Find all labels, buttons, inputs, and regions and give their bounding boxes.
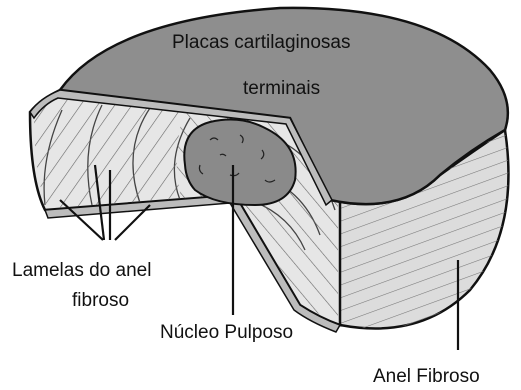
label-endplates-line2: terminais [243, 78, 320, 99]
label-lamellae-line2: fibroso [72, 290, 129, 311]
label-lamellae-line1: Lamelas do anel [12, 260, 151, 281]
label-anel-fibroso: Anel Fibroso [373, 366, 480, 387]
label-endplates-line1: Placas cartilaginosas [172, 32, 350, 53]
label-nucleus-pulposus: Núcleo Pulposo [160, 322, 293, 343]
